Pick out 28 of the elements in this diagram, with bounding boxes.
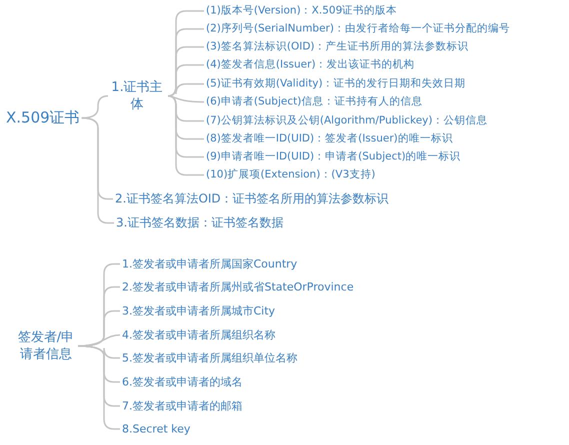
leaf-item: (4)签发者信息(Issuer)：发出该证书的机构	[206, 56, 415, 74]
root-topic: 签发者/申请者信息	[16, 329, 76, 363]
leaf-item: (7)公钥算法标识及公钥(Algorithm/Publickey)：公钥信息	[206, 112, 488, 130]
leaf-item: 4.签发者或申请者所属组织名称	[122, 326, 276, 344]
leaf-item: 5.签发者或申请者所属组织单位名称	[122, 350, 298, 366]
brace-connector	[82, 117, 114, 224]
branch-topic: 1.证书主体	[108, 79, 166, 113]
root-topic: X.509证书	[6, 110, 80, 126]
leaf-item: (2)序列号(SerialNumber)：由发行者给每一个证书分配的编号	[206, 20, 510, 38]
branch-topic: 3.证书签名数据：证书签名数据	[116, 214, 284, 232]
leaf-item: (10)扩展项(Extension)：(V3支持)	[206, 166, 376, 184]
leaf-item: (6)申请者(Subject)信息：证书持有人的信息	[206, 94, 422, 110]
leaf-item: 3.签发者或申请者所属城市City	[122, 302, 276, 320]
brace-connector	[82, 95, 109, 119]
leaf-item: 6.签发者或申请者的域名	[122, 374, 242, 390]
leaf-item: (5)证书有效期(Validity)：证书的发行日期和失效日期	[206, 76, 466, 92]
brace-connector	[78, 345, 120, 430]
leaf-item: (8)签发者唯一ID(UID)：签发者(Issuer)的唯一标识	[206, 130, 453, 148]
leaf-item: 1.签发者或申请者所属国家Country	[122, 256, 298, 272]
leaf-item: (3)签名算法标识(OID)：产生证书所用的算法参数标识	[206, 38, 469, 56]
leaf-item: 2.签发者或申请者所属州或省StateOrProvince	[122, 278, 354, 296]
brace-connector	[168, 95, 204, 176]
brace-connector	[78, 334, 120, 347]
leaf-item: (9)申请者唯一ID(UID)：申请者(Subject)的唯一标识	[206, 148, 461, 166]
leaf-item: 7.签发者或申请者的邮箱	[122, 398, 242, 414]
leaf-item: (1)版本号(Version)：X.509证书的版本	[206, 2, 398, 20]
branch-topic: 2.证书签名算法OID：证书签名所用的算法参数标识	[115, 190, 389, 208]
leaf-item: 8.Secret key	[122, 420, 190, 438]
